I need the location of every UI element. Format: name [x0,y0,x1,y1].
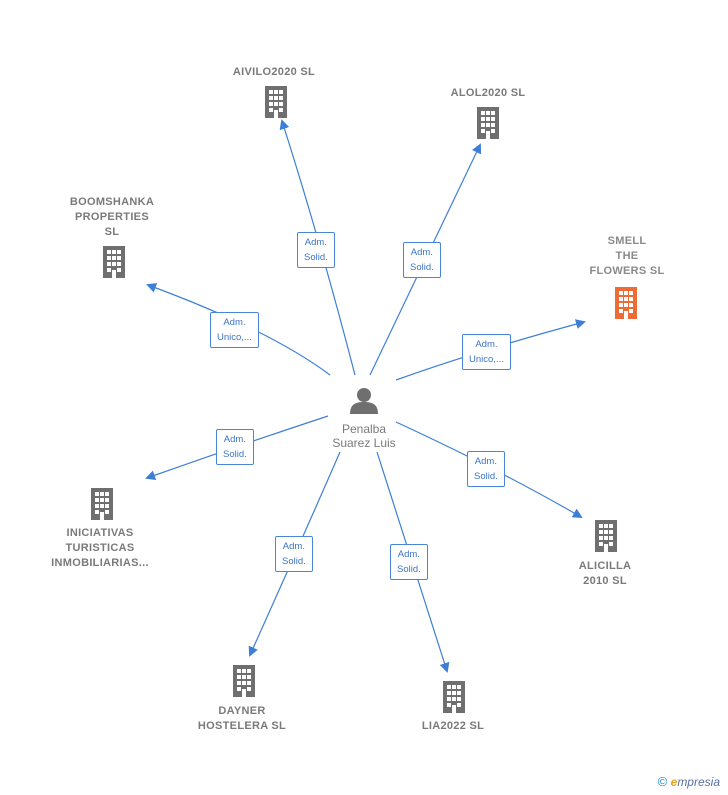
company-label-boomshanka[interactable]: BOOMSHANKA PROPERTIES SL [69,196,155,238]
role-badge-dayner: Adm. Solid. [275,536,313,572]
role-badge-alicilla: Adm. Solid. [467,451,505,487]
building-icon-iniciativas[interactable] [91,488,113,520]
building-icon-aivilo[interactable] [265,86,287,118]
brand-name: mpresia [677,775,720,789]
building-icon-boomshanka[interactable] [103,246,125,278]
company-label-aivilo[interactable]: AIVILO2020 SL [232,66,316,78]
role-badge-alol: Adm. Solid. [403,242,441,278]
company-label-iniciativas[interactable]: INICIATIVAS TURISTICAS INMOBILIARIAS... [51,527,149,569]
copyright-symbol: © [657,774,668,789]
role-badge-iniciativas: Adm. Solid. [216,429,254,465]
company-label-lia[interactable]: LIA2022 SL [421,720,485,732]
role-badge-smell: Adm. Unico,... [462,334,511,370]
brand-watermark: © empresia [658,774,720,789]
role-badge-boomshanka: Adm. Unico,... [210,312,259,348]
role-badge-lia: Adm. Solid. [390,544,428,580]
center-person-name[interactable]: Penalba Suarez Luis [332,422,396,450]
role-badge-aivilo: Adm. Solid. [297,232,335,268]
person-icon [350,388,378,414]
building-icon-alol[interactable] [477,107,499,139]
building-icon-alicilla[interactable] [595,520,617,552]
building-icon-smell[interactable] [615,287,637,319]
company-label-dayner[interactable]: DAYNER HOSTELERA SL [197,705,287,732]
company-label-smell[interactable]: SMELL THE FLOWERS SL [589,235,665,277]
company-label-alicilla[interactable]: ALICILLA 2010 SL [578,560,632,587]
building-icon-dayner[interactable] [233,665,255,697]
building-icon-lia[interactable] [443,681,465,713]
company-label-alol[interactable]: ALOL2020 SL [450,87,526,99]
brand-initial: e [670,775,678,789]
